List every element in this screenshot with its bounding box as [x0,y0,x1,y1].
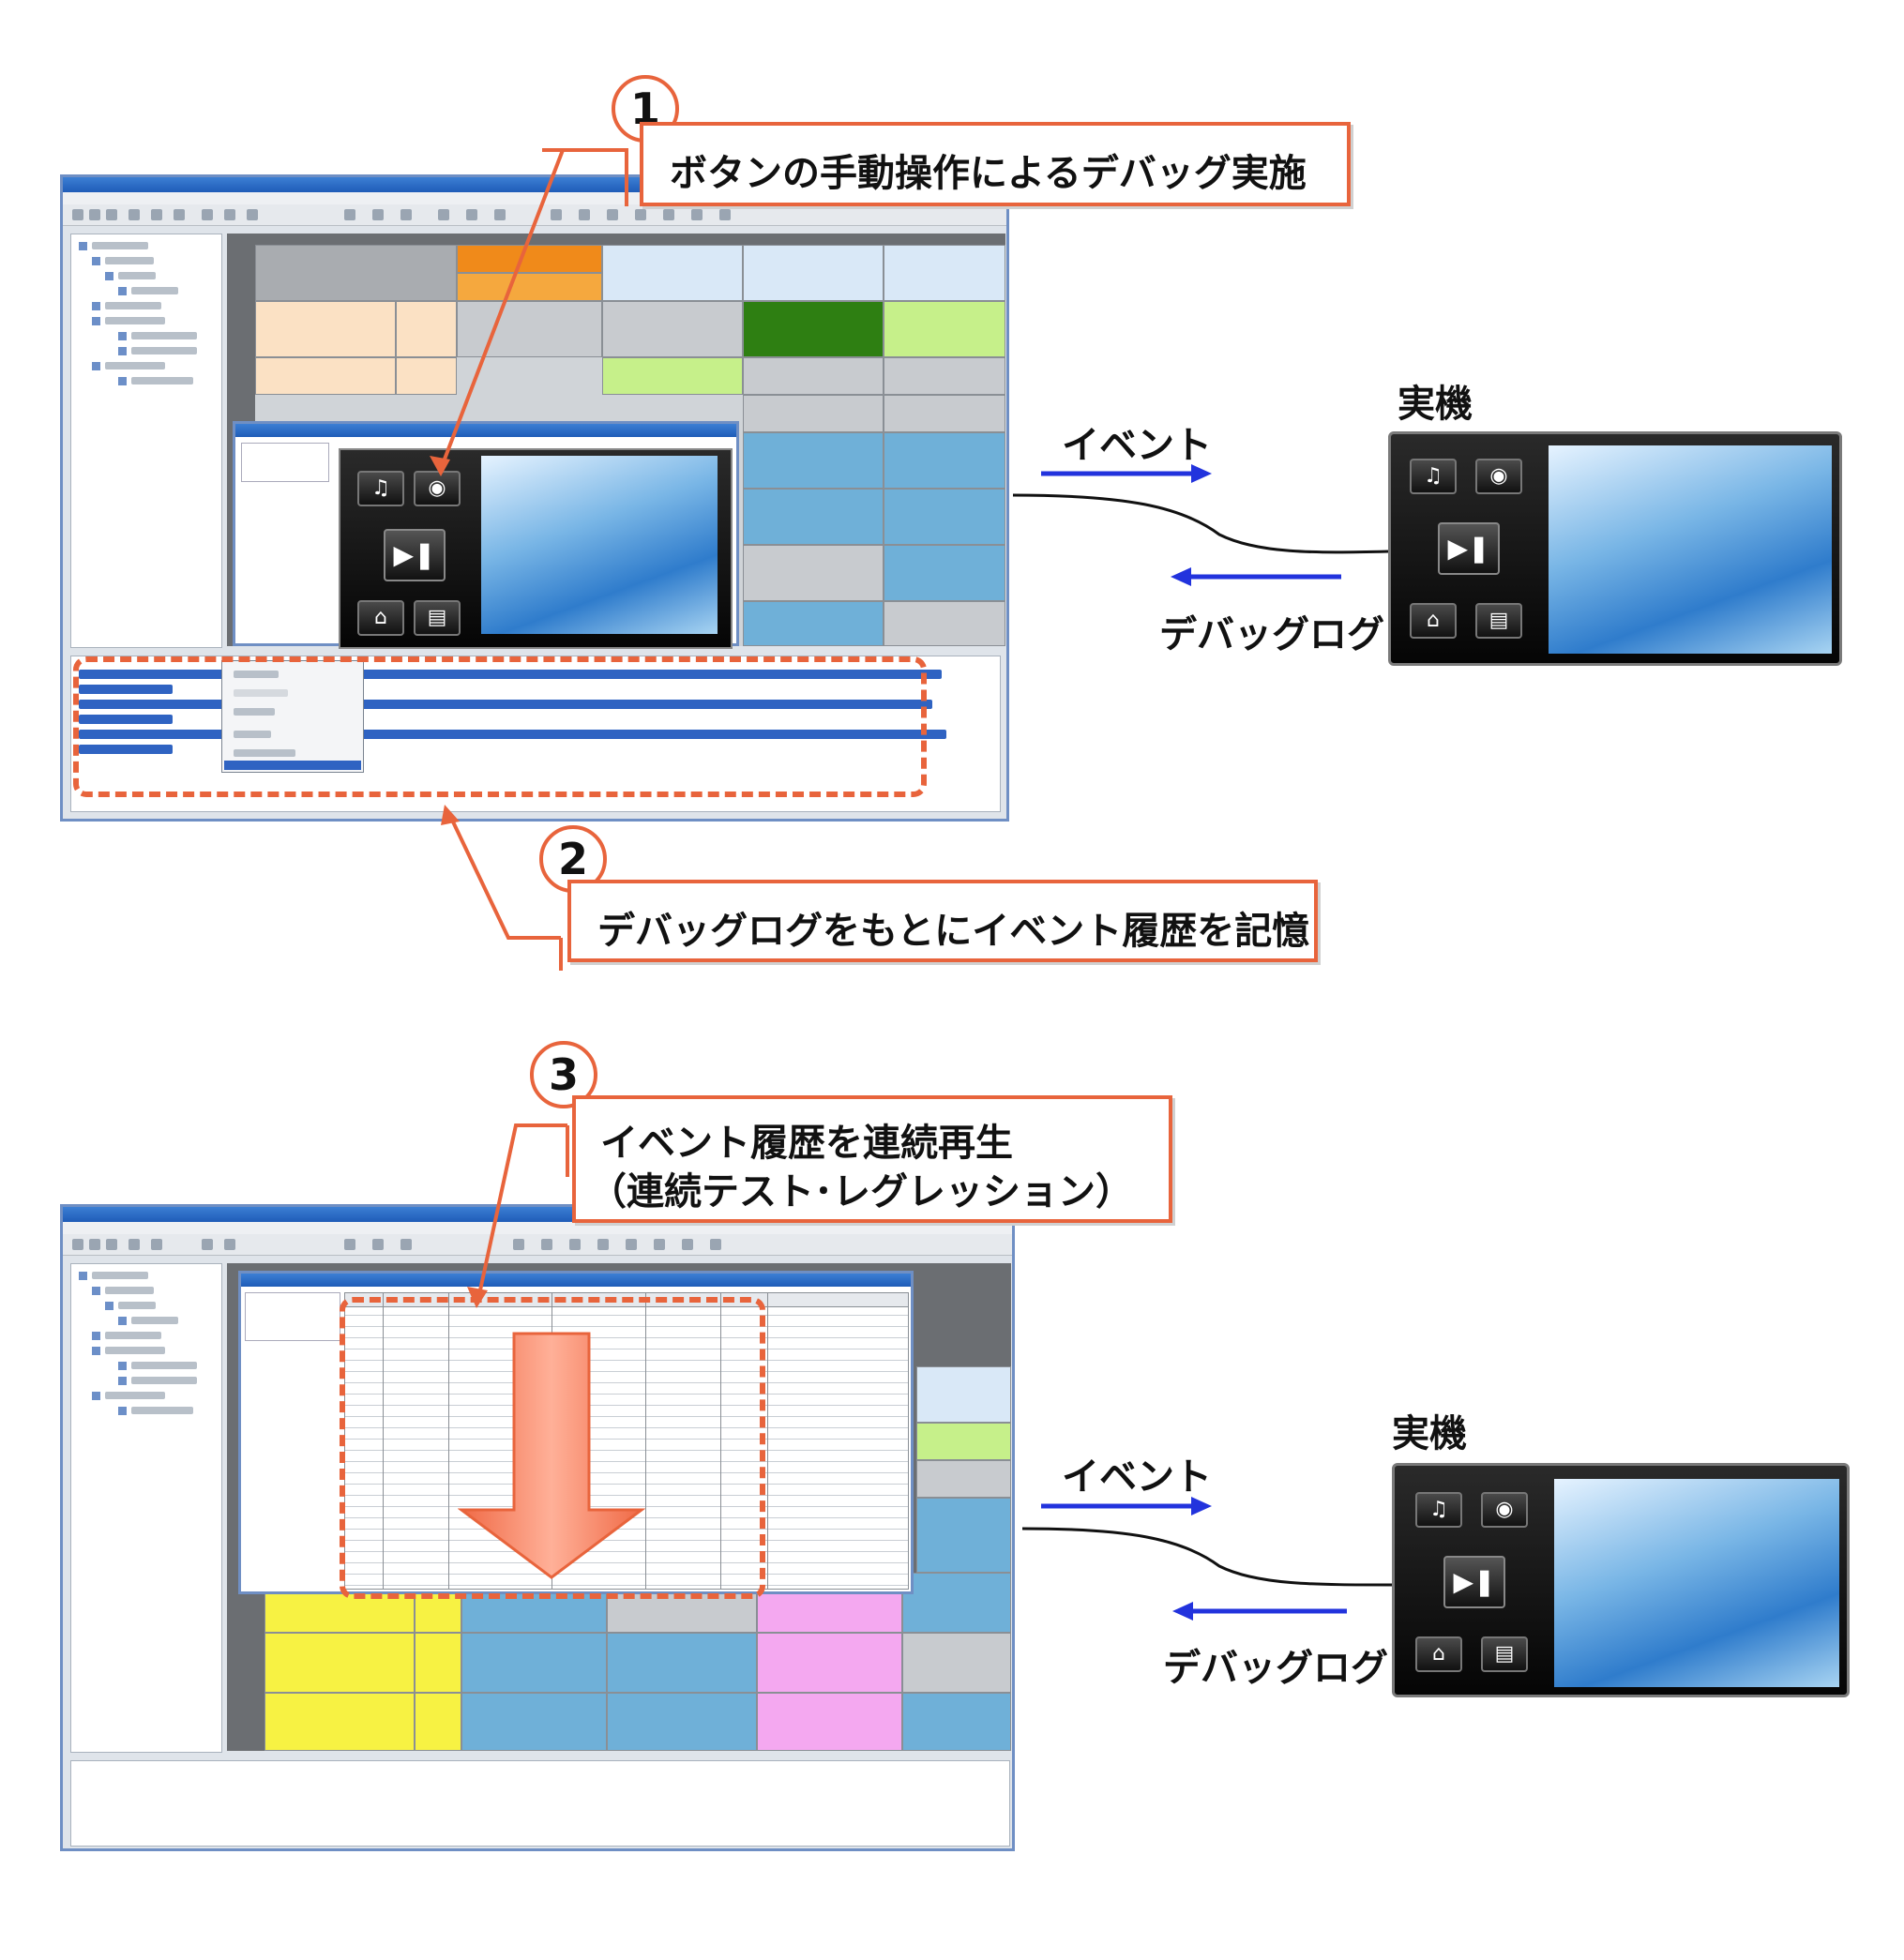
menu-icon[interactable]: ▤ [1475,603,1522,639]
toolbar-button[interactable] [128,1239,140,1250]
toolbar-button[interactable] [151,1239,162,1250]
play-pause-icon[interactable]: ▶❚ [1443,1556,1505,1608]
music-note-icon[interactable]: ♫ [1415,1492,1462,1528]
toolbar-button[interactable] [541,1239,552,1250]
camera-icon[interactable]: ◉ [1475,459,1522,494]
toolbar-button[interactable] [128,209,140,220]
device-panel-window[interactable]: ♫ ◉ ▶❚ ⌂ ▤ [233,421,739,649]
callout-1-text: ボタンの手動操作によるデバッグ実施 [670,152,1307,195]
home-icon[interactable]: ⌂ [357,600,404,636]
callout-3-line2: （連続テスト･レグレッション） [589,1170,1133,1214]
toolbar-button[interactable] [551,209,562,220]
toolbar-button[interactable] [72,209,83,220]
event-label: イベント [1062,1455,1212,1499]
toolbar [63,1234,1012,1256]
toolbar-button[interactable] [400,209,412,220]
device-screen [1554,1479,1839,1687]
toolbar-button[interactable] [202,1239,213,1250]
toolbar-button[interactable] [626,1239,637,1250]
callout-2-box: デバッグログをもとにイベント履歴を記憶 [567,880,1318,962]
toolbar-button[interactable] [372,209,384,220]
device-title: 実機 [1398,383,1473,426]
toolbar-button[interactable] [682,1239,693,1250]
toolbar-button[interactable] [202,209,213,220]
toolbar-button[interactable] [372,1239,384,1250]
menu-icon[interactable]: ▤ [1481,1636,1528,1672]
down-arrow-icon [458,1332,645,1579]
toolbar-button[interactable] [691,209,703,220]
camera-icon[interactable]: ◉ [1481,1492,1528,1528]
toolbar-button[interactable] [174,209,185,220]
menu-icon[interactable]: ▤ [414,600,461,636]
play-pause-icon[interactable]: ▶❚ [384,529,446,581]
output-pane[interactable] [70,1760,1010,1847]
mdi-area: ♫ ◉ ▶❚ ⌂ ▤ [227,234,1005,649]
physical-device: ♫ ◉ ▶❚ ⌂ ▤ [1392,1463,1850,1697]
toolbar-button[interactable] [466,209,477,220]
toolbar-button[interactable] [513,1239,524,1250]
project-tree[interactable] [70,234,222,648]
event-label: イベント [1062,424,1212,467]
device-screen [481,456,718,634]
toolbar-button[interactable] [654,1239,665,1250]
debuglog-label: デバッグログ [1159,613,1384,656]
toolbar-button[interactable] [151,209,162,220]
home-icon[interactable]: ⌂ [1415,1636,1462,1672]
home-icon[interactable]: ⌂ [1410,603,1457,639]
callout-1-box: ボタンの手動操作によるデバッグ実施 [640,122,1351,206]
toolbar-button[interactable] [72,1239,83,1250]
music-note-icon[interactable]: ♫ [357,471,404,506]
toolbar-button[interactable] [579,209,590,220]
toolbar-button[interactable] [438,209,449,220]
event-table-highlight-box [340,1297,765,1599]
project-tree[interactable] [70,1263,222,1753]
log-highlight-box [73,656,927,797]
toolbar-button[interactable] [224,1239,235,1250]
toolbar-button[interactable] [344,209,355,220]
toolbar-button[interactable] [89,1239,100,1250]
toolbar-button[interactable] [719,209,731,220]
toolbar-button[interactable] [710,1239,721,1250]
toolbar-button[interactable] [635,209,646,220]
toolbar-button[interactable] [224,209,235,220]
toolbar-button[interactable] [607,209,618,220]
play-pause-icon[interactable]: ▶❚ [1438,522,1500,575]
music-note-icon[interactable]: ♫ [1410,459,1457,494]
app-window-top: ♫ ◉ ▶❚ ⌂ ▤ [60,174,1009,822]
device-screen [1549,445,1832,654]
physical-device: ♫ ◉ ▶❚ ⌂ ▤ [1388,431,1842,666]
toolbar-button[interactable] [344,1239,355,1250]
device-title: 実機 [1392,1412,1467,1455]
toolbar-button[interactable] [569,1239,581,1250]
debug-log-pane[interactable] [70,656,1001,812]
toolbar-button[interactable] [494,209,506,220]
toolbar-button[interactable] [247,209,258,220]
toolbar-button[interactable] [106,1239,117,1250]
toolbar-button[interactable] [663,209,674,220]
toolbar-button[interactable] [400,1239,412,1250]
callout-2-text: デバッグログをもとにイベント履歴を記憶 [597,910,1310,953]
callout-3-line1: イベント履歴を連続再生 [600,1122,1013,1165]
debuglog-label: デバッグログ [1163,1647,1388,1690]
toolbar-button[interactable] [597,1239,609,1250]
step-3-badge: 3 [530,1041,597,1108]
camera-icon[interactable]: ◉ [414,471,461,506]
callout-3-box: イベント履歴を連続再生 （連続テスト･レグレッション） [572,1095,1172,1223]
context-menu[interactable] [221,660,364,773]
toolbar-button[interactable] [106,209,117,220]
toolbar-button[interactable] [89,209,100,220]
